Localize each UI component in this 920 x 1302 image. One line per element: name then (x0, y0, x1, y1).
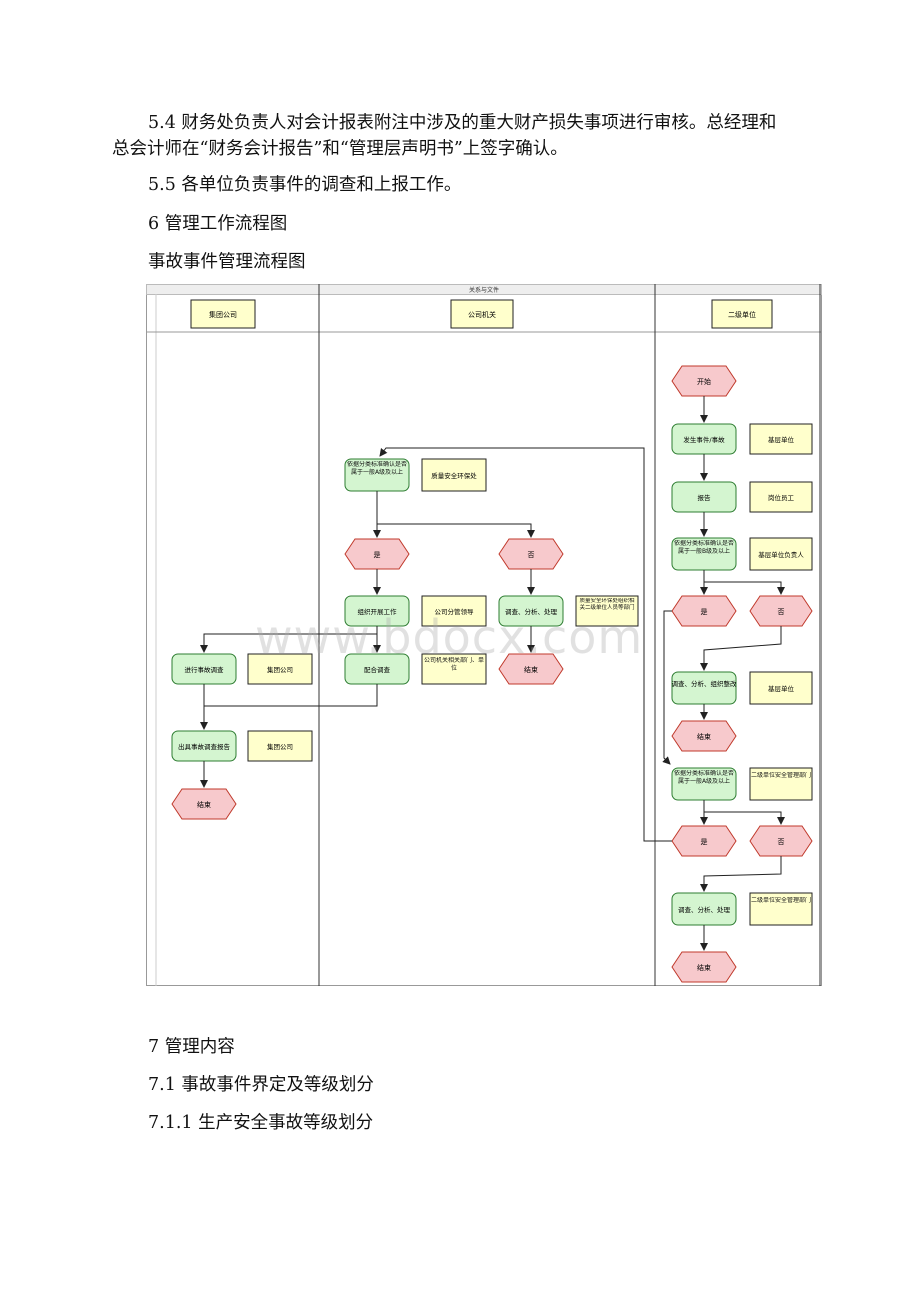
role-label: 基层单位 (768, 684, 795, 693)
role-box (749, 423, 813, 455)
lane-header-company-hq: 公司机关 (450, 299, 514, 329)
role-label: 二级单位安全管理部门 (751, 772, 811, 779)
lane-label: 集团公司 (209, 310, 237, 319)
role-box (749, 671, 813, 705)
process-label: 组织开展工作 (358, 607, 398, 616)
start-event (671, 365, 737, 397)
event-label: 是 (701, 608, 708, 616)
role-box (749, 892, 813, 926)
heading-6: 6 管理工作流程图 (148, 214, 288, 234)
role-label: 集团公司 (267, 742, 293, 751)
diagram-frame (146, 284, 822, 986)
start-label: 开始 (697, 377, 711, 386)
end-event (498, 653, 564, 685)
role-box (421, 653, 487, 685)
process-label: 报告 (698, 493, 712, 502)
heading-7: 7 管理内容 (148, 1037, 235, 1057)
role-box (749, 537, 813, 571)
lane-label: 公司机关 (468, 310, 496, 319)
role-label: 公司分管领导 (435, 607, 475, 616)
event-label: 否 (778, 608, 785, 616)
flowchart-diagram: 关系与文件 集团公司 公司机关 二级单位 开始 发生事件/事故 基层单位 报告 … (146, 284, 822, 986)
heading-7-1-1: 7.1.1 生产安全事故等级划分 (148, 1113, 374, 1133)
process-label: 配合调查 (364, 665, 391, 674)
process-label: 依据分类标准确认是否属于一般A级及以上 (673, 770, 734, 785)
paragraph-5-4-line1: 5.4 财务处负责人对会计报表附注中涉及的重大财产损失事项进行审核。总经理和 (148, 113, 777, 133)
process-label: 调查、分析、组织整改 (672, 679, 738, 688)
event-no (749, 595, 813, 627)
event-label: 结束 (524, 665, 538, 674)
role-box (247, 653, 313, 685)
role-box (421, 595, 487, 627)
event-yes (671, 595, 737, 627)
event-label: 否 (528, 551, 535, 559)
event-label: 否 (778, 838, 785, 846)
lane-label: 二级单位 (728, 310, 756, 319)
lane-header-secondary-unit: 二级单位 (711, 299, 773, 329)
header-label: 关系与文件 (469, 286, 499, 294)
process-label: 依据分类标准确认是否属于一般A级及以上 (346, 461, 407, 476)
role-box (421, 458, 487, 492)
event-no (749, 825, 813, 857)
event-label: 结束 (197, 800, 211, 809)
process-label: 出具事故调查报告 (178, 742, 231, 751)
process-label: 依据分类标准确认是否属于一般B级及以上 (673, 540, 734, 555)
role-box (575, 595, 639, 627)
process-label: 调查、分析、处理 (505, 607, 558, 616)
paragraph-5-4-line2: 总会计师在“财务会计报告”和“管理层声明书”上签字确认。 (112, 139, 568, 159)
role-label: 岗位员工 (768, 493, 795, 502)
event-yes (671, 825, 737, 857)
flowchart-title: 事故事件管理流程图 (148, 252, 306, 272)
role-label: 基层单位 (768, 435, 795, 444)
event-label: 结束 (697, 963, 711, 972)
process-label: 进行事故调查 (185, 665, 225, 674)
role-label: 集团公司 (267, 665, 293, 674)
role-label: 二级单位安全管理部门 (751, 897, 811, 904)
end-event (671, 720, 737, 752)
event-no (498, 538, 564, 570)
role-label: 质量安全环保处组织相关二级单位人员等部门 (579, 598, 635, 611)
role-box (749, 481, 813, 513)
process-label: 发生事件/事故 (683, 435, 725, 444)
heading-7-1: 7.1 事故事件界定及等级划分 (148, 1075, 374, 1095)
role-box (749, 767, 813, 801)
role-label: 质量安全环保处 (431, 471, 477, 480)
paragraph-5-5: 5.5 各单位负责事件的调查和上报工作。 (148, 175, 462, 195)
event-label: 结束 (697, 732, 711, 741)
process-label: 调查、分析、处理 (678, 905, 731, 914)
event-label: 是 (701, 838, 708, 846)
end-event (171, 788, 237, 820)
role-box (247, 730, 313, 762)
role-label: 基层单位负责人 (758, 550, 804, 559)
end-event (671, 951, 737, 983)
role-label: 公司机关相关部门、单位 (423, 657, 484, 672)
lane-header-group-company: 集团公司 (190, 299, 256, 329)
event-yes (344, 538, 410, 570)
connectors (200, 396, 785, 951)
event-label: 是 (374, 551, 381, 559)
process-investigate (671, 671, 737, 705)
